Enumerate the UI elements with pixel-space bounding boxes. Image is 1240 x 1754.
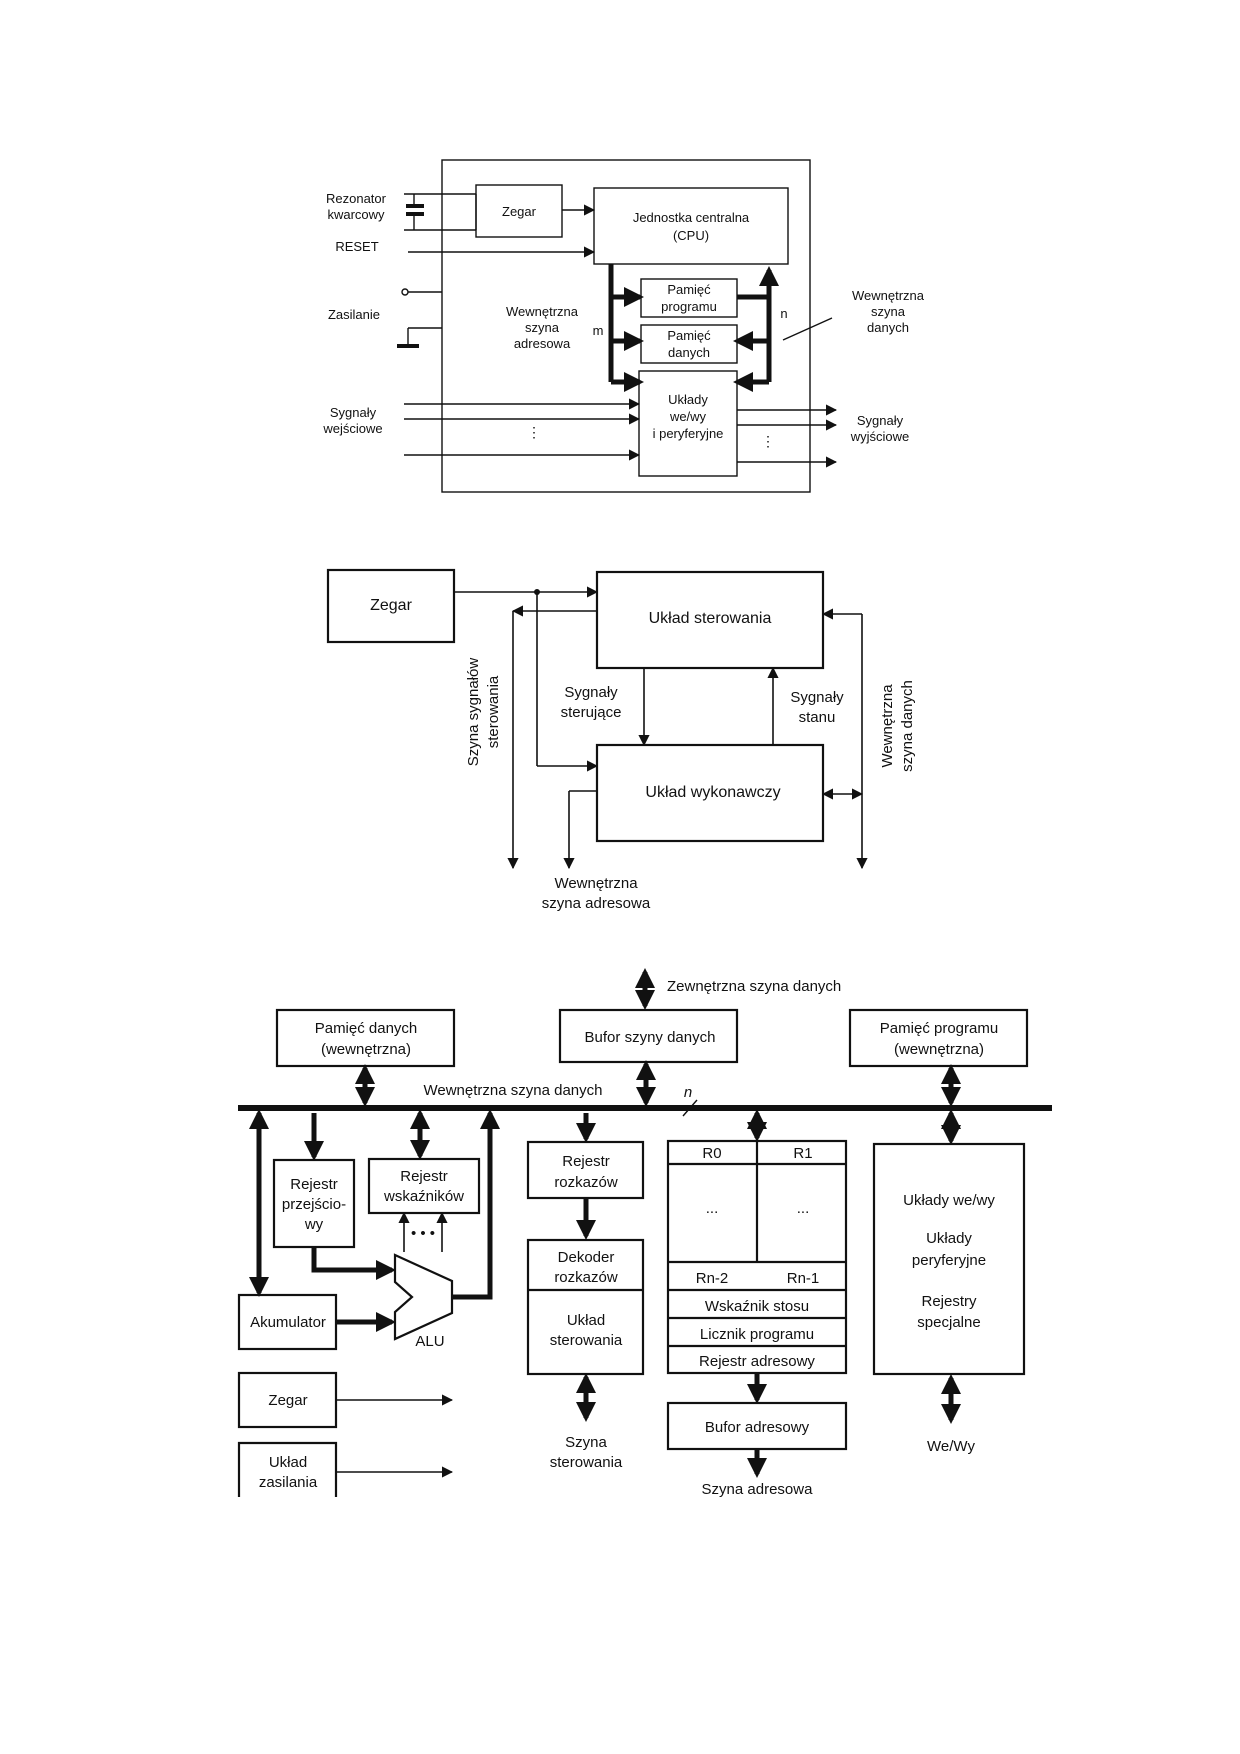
zegar-box-2 xyxy=(326,568,456,644)
n-label-3: n xyxy=(684,1084,692,1101)
uklad-wykonawczy-label: Układ wykonawczy xyxy=(645,784,780,801)
pamiec-programu-label-2: (wewnętrzna) xyxy=(894,1041,984,1058)
rn2-label: Rn-2 xyxy=(696,1270,729,1287)
sygnaly-sterujace-label-2: sterujące xyxy=(561,704,622,721)
zegar-label-3: Zegar xyxy=(268,1392,307,1409)
uklady-peryferyjne-label-2: peryferyjne xyxy=(912,1252,986,1269)
wskaznik-stosu-label: Wskaźnik stosu xyxy=(705,1298,809,1315)
sygnaly-sterujace-label: Sygnały xyxy=(564,684,618,701)
n-label-1: n xyxy=(780,306,787,321)
szyna-sygnalow-label: Szyna sygnałów xyxy=(465,658,482,767)
wew-szyna-danych-label-2d-2: szyna danych xyxy=(899,680,916,772)
r0-label: R0 xyxy=(702,1145,721,1162)
rezonator-label: Rezonator xyxy=(326,191,387,206)
rejestr-wskaznikow-label: Rejestr xyxy=(400,1168,448,1185)
dekoder-label-2: rozkazów xyxy=(554,1269,618,1286)
rn1-label: Rn-1 xyxy=(787,1270,820,1287)
dots-label-1: ... xyxy=(706,1200,719,1217)
uklady-wewy-label: Układy we/wy xyxy=(903,1192,995,1209)
rejestr-rozkazow-label: Rejestr xyxy=(562,1153,610,1170)
wew-szyna-danych-label-3d: Wewnętrzna szyna danych xyxy=(424,1082,603,1099)
processor-control-diagram: Zegar Układ sterowania Układ wykonawczy … xyxy=(326,568,916,912)
svg-text:⋮: ⋮ xyxy=(761,433,775,449)
pamiec-danych-label-2: danych xyxy=(668,345,710,360)
szyna-sterowania-label: Szyna xyxy=(565,1434,607,1451)
pamiec-programu-label-2: programu xyxy=(661,299,717,314)
rejestr-przejsciowy-label: Rejestr xyxy=(290,1176,338,1193)
rezonator-label-2: kwarcowy xyxy=(327,207,385,222)
sygnaly-wejsciowe-label: Sygnały xyxy=(330,405,377,420)
wew-szyna-adresowa-label-2d: Wewnętrzna xyxy=(554,875,638,892)
wew-szyna-adresowa-label-2d-2: szyna adresowa xyxy=(542,895,651,912)
rejestr-wskaznikow-box xyxy=(367,1157,481,1215)
zegar-label-1: Zegar xyxy=(502,204,537,219)
rejestr-rozkazow-label-2: rozkazów xyxy=(554,1174,618,1191)
uklad-sterowania-label: Układ sterowania xyxy=(649,610,772,627)
alu-symbol xyxy=(393,1253,454,1341)
pamiec-programu-box xyxy=(848,1008,1029,1068)
wew-szyna-danych-label: Wewnętrzna xyxy=(852,288,925,303)
uklady-io-label-2: we/wy xyxy=(669,409,707,424)
szyna-sterowania-label-2: sterowania xyxy=(550,1454,623,1471)
microcontroller-structure-diagram: Rezonator kwarcowy Zegar Jednostka centr… xyxy=(322,159,925,493)
pamiec-danych-label-2: (wewnętrzna) xyxy=(321,1041,411,1058)
zewn-szyna-danych-label: Zewnętrzna szyna danych xyxy=(667,978,841,995)
wew-szyna-adresowa-label-3: adresowa xyxy=(514,336,571,351)
uklad-zasilania-box xyxy=(237,1441,338,1497)
uklad-sterowania-box xyxy=(595,570,825,670)
crystal-resonator xyxy=(404,193,477,231)
bufor-adresowy-label: Bufor adresowy xyxy=(705,1419,810,1436)
rejestry-specjalne-label: Rejestry xyxy=(921,1293,977,1310)
wew-szyna-danych-label-2d: Wewnętrzna xyxy=(879,684,896,768)
uklady-peryferyjne-label: Układy xyxy=(926,1230,972,1247)
zegar-box-1 xyxy=(475,184,563,238)
rejestr-adresowy-label: Rejestr adresowy xyxy=(699,1353,815,1370)
svg-text:⋮: ⋮ xyxy=(527,424,541,440)
zasilanie-label: Zasilanie xyxy=(328,307,380,322)
pamiec-programu-label: Pamięć programu xyxy=(880,1020,998,1037)
wew-szyna-adresowa-label: Wewnętrzna xyxy=(506,304,579,319)
rejestr-przejsciowy-label-2: przejścio- xyxy=(282,1196,346,1213)
uklady-io-label-1: Układy xyxy=(668,392,708,407)
we-wy-label: We/Wy xyxy=(927,1438,975,1455)
dots-label-2: ... xyxy=(797,1200,810,1217)
pamiec-danych-label-1: Pamięć xyxy=(667,328,711,343)
sygnaly-stanu-label-2: stanu xyxy=(799,709,836,726)
szyna-adresowa-label: Szyna adresowa xyxy=(702,1481,814,1498)
pamiec-danych-label: Pamięć danych xyxy=(315,1020,418,1037)
sygnaly-stanu-label: Sygnały xyxy=(790,689,844,706)
sygnaly-wejsciowe-label-2: wejściowe xyxy=(322,421,382,436)
chip-boundary xyxy=(441,159,811,493)
rejestry-specjalne-label-2: specjalne xyxy=(917,1314,980,1331)
cpu-label: Jednostka centralna xyxy=(633,210,750,225)
szyna-sygnalow-label-2: sterowania xyxy=(485,675,502,748)
pamiec-programu-label-1: Pamięć xyxy=(667,282,711,297)
zegar-label-2: Zegar xyxy=(370,597,412,614)
wew-szyna-danych-label-3: danych xyxy=(867,320,909,335)
cpu-label-2: (CPU) xyxy=(673,228,709,243)
uklad-sterowania-label-3b: sterowania xyxy=(550,1332,623,1349)
reset-label: RESET xyxy=(335,239,378,254)
uklady-io-label-3: i peryferyjne xyxy=(653,426,724,441)
bufor-szyny-danych-label: Bufor szyny danych xyxy=(585,1029,716,1046)
akumulator-label: Akumulator xyxy=(250,1314,326,1331)
wew-szyna-adresowa-label-2: szyna xyxy=(525,320,560,335)
microcontroller-architecture-diagram: Zewnętrzna szyna danych Pamięć danych (w… xyxy=(237,968,1052,1498)
rejestr-wskaznikow-label-2: wskaźników xyxy=(383,1188,464,1205)
uklad-sterowania-label-3: Układ xyxy=(567,1312,605,1329)
uklad-zasilania-label-2: zasilania xyxy=(259,1474,318,1491)
rejestr-przejsciowy-label-3: wy xyxy=(304,1216,324,1233)
dekoder-label: Dekoder xyxy=(558,1249,615,1266)
alu-label: ALU xyxy=(415,1333,444,1350)
cpu-box xyxy=(593,187,789,265)
sygnaly-wyjsciowe-label-2: wyjściowe xyxy=(850,429,910,444)
r1-label: R1 xyxy=(793,1145,812,1162)
svg-text:• • •: • • • xyxy=(411,1225,435,1242)
sygnaly-wyjsciowe-label: Sygnały xyxy=(857,413,904,428)
licznik-programu-label: Licznik programu xyxy=(700,1326,814,1343)
m-label: m xyxy=(593,323,604,338)
wew-szyna-danych-label-2: szyna xyxy=(871,304,906,319)
uklad-zasilania-label: Układ xyxy=(269,1454,307,1471)
